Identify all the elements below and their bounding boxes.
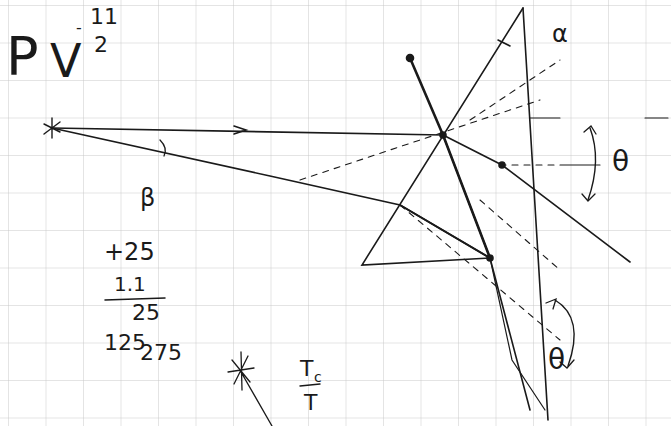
handwritten-label: c — [314, 370, 322, 384]
handwritten-label: T — [304, 392, 317, 414]
handwritten-label: 2 — [94, 34, 108, 56]
ray-drawing — [44, 8, 668, 426]
handwritten-label: 125 — [104, 332, 146, 354]
handwritten-label: 25 — [132, 302, 160, 324]
handwritten-label: α — [552, 22, 568, 46]
handwritten-label: 275 — [140, 342, 182, 364]
handwritten-label: 1.1 — [114, 274, 146, 294]
handwritten-label: β — [140, 186, 155, 210]
handwritten-label: θ — [548, 346, 565, 374]
handwritten-label: - — [76, 20, 82, 36]
handwritten-label: P — [6, 30, 39, 84]
handwritten-label: T — [300, 358, 313, 380]
handwritten-label: 11 — [90, 6, 118, 28]
handwritten-label: +25 — [104, 240, 155, 264]
handwritten-label: V — [50, 38, 81, 84]
handwritten-label: θ — [612, 148, 629, 176]
